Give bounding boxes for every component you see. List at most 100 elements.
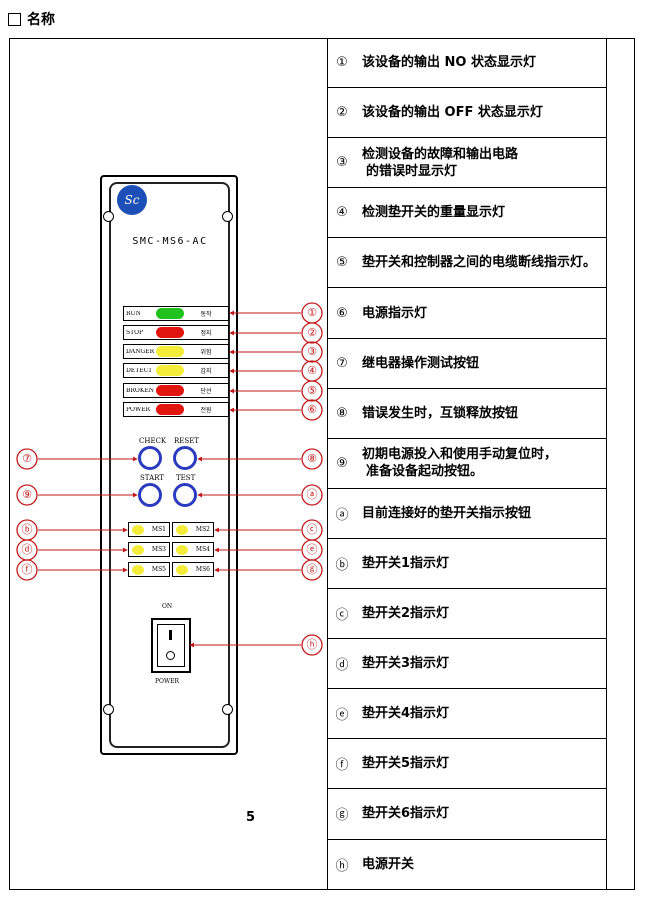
test-button-label: TEST — [176, 474, 196, 482]
lamp-icon — [176, 525, 188, 535]
reset-button[interactable] — [173, 446, 197, 470]
switch-off-mark — [166, 651, 175, 660]
row-number: ⑧ — [336, 405, 348, 421]
row-description: 垫开关5指示灯 — [362, 756, 450, 772]
screw-icon — [222, 704, 233, 715]
lamp-icon — [156, 327, 184, 338]
row-description: 错误发生时，互锁释放按钮 — [362, 405, 519, 421]
callout-marker: ⑨ — [22, 488, 32, 501]
row-number: ② — [336, 105, 348, 121]
row-description: 电源开关 — [362, 857, 415, 873]
table-row: ② 该设备的输出 OFF 状态显示灯 — [328, 88, 606, 139]
row-description: 垫开关1指示灯 — [362, 555, 450, 571]
row-number: ① — [336, 55, 348, 71]
row-description: 初期电源投入和使用手动复位时，准备设备起动按钮。 — [362, 447, 558, 480]
row-description: 垫开关和控制器之间的电缆断线指示灯。 — [362, 255, 597, 271]
check-button[interactable] — [138, 446, 162, 470]
callout-marker: ① — [307, 306, 317, 319]
row-description: 垫开关2指示灯 — [362, 606, 450, 622]
lamp-icon — [156, 404, 184, 415]
row-number: ⓔ — [335, 708, 349, 724]
indicator-detect: DETECT 감지 — [123, 363, 229, 378]
callout-marker: ⓒ — [306, 523, 318, 536]
callout-marker: ⓔ — [306, 543, 318, 556]
table-row: ⑤ 垫开关和控制器之间的电缆断线指示灯。 — [328, 238, 606, 289]
screw-icon — [222, 211, 233, 222]
model-name: SMC-MS6-AC — [132, 236, 208, 247]
lamp-icon — [156, 346, 184, 357]
reset-button-label: RESET — [174, 437, 199, 445]
row-description: 检测设备的故障和输出电路的错误时显示灯 — [362, 146, 519, 179]
callout-circle — [16, 448, 38, 470]
switch-power-label: POWER — [155, 678, 180, 685]
indicator-korean-label: 감지 — [200, 368, 212, 375]
lamp-icon — [132, 525, 144, 535]
callout-circle — [301, 399, 323, 421]
row-description: 继电器操作测试按钮 — [362, 355, 480, 371]
lamp-icon — [156, 308, 184, 319]
row-description: 垫开关6指示灯 — [362, 806, 450, 822]
indicator-korean-label: 정지 — [200, 330, 212, 337]
callout-circle — [301, 559, 323, 581]
row-description: 该设备的输出 NO 状态显示灯 — [362, 55, 536, 71]
row-number: ⓐ — [335, 507, 349, 523]
indicator-korean-label: 위험 — [200, 349, 212, 356]
mat-switch-label: MS2 — [195, 526, 210, 533]
lamp-icon — [132, 545, 144, 555]
callout-marker: ⑦ — [22, 452, 32, 465]
mat-switch-ms4: MS4 — [172, 542, 214, 557]
table-row: ⑨ 初期电源投入和使用手动复位时，准备设备起动按钮。 — [328, 439, 606, 489]
callout-circle — [301, 380, 323, 402]
indicator-label: STOP — [126, 329, 144, 336]
panel-face — [109, 182, 230, 748]
callout-marker: ③ — [307, 345, 317, 358]
indicator-korean-label: 단선 — [200, 388, 212, 395]
callout-marker: ② — [307, 326, 317, 339]
callout-marker: ⓕ — [21, 563, 33, 576]
row-description: 该设备的输出 OFF 状态显示灯 — [362, 105, 543, 121]
callout-circle — [301, 484, 323, 506]
row-number: ⑥ — [336, 305, 348, 321]
row-number: ④ — [336, 205, 348, 221]
table-row: ⓔ 垫开关4指示灯 — [328, 689, 606, 740]
callout-marker: ④ — [307, 364, 317, 377]
indicator-label: DETECT — [126, 367, 153, 374]
callout-marker: ⑥ — [307, 403, 317, 416]
row-number: ⑤ — [336, 255, 348, 271]
section-heading: 名称 — [8, 8, 55, 30]
row-description: 检测垫开关的重量显示灯 — [362, 205, 506, 221]
table-row: ⓒ 垫开关2指示灯 — [328, 589, 606, 640]
mat-switch-ms3: MS3 — [128, 542, 170, 557]
frame-divider — [327, 38, 328, 890]
row-description: 垫开关4指示灯 — [362, 706, 450, 722]
screw-icon — [103, 211, 114, 222]
lamp-icon — [156, 365, 184, 376]
start-button[interactable] — [138, 483, 162, 507]
power-switch-rocker[interactable] — [157, 624, 185, 667]
callout-circle — [301, 322, 323, 344]
check-button-label: CHECK — [139, 437, 167, 445]
callout-marker: ⓖ — [306, 563, 318, 576]
callout-circle — [16, 559, 38, 581]
screw-icon — [103, 704, 114, 715]
indicator-label: BROKEN WIRE — [126, 387, 155, 394]
start-button-label: START — [140, 474, 164, 482]
mat-switch-label: MS1 — [151, 526, 166, 533]
row-number: ⑨ — [336, 455, 348, 471]
test-button[interactable] — [173, 483, 197, 507]
row-description: 目前连接好的垫开关指示按钮 — [362, 505, 532, 521]
row-number: ⓒ — [335, 608, 349, 624]
row-number: ⓓ — [335, 658, 349, 674]
lamp-icon — [132, 565, 144, 575]
mat-switch-label: MS3 — [151, 546, 166, 553]
callout-marker: ⑧ — [307, 452, 317, 465]
row-description: 电源指示灯 — [362, 305, 428, 321]
